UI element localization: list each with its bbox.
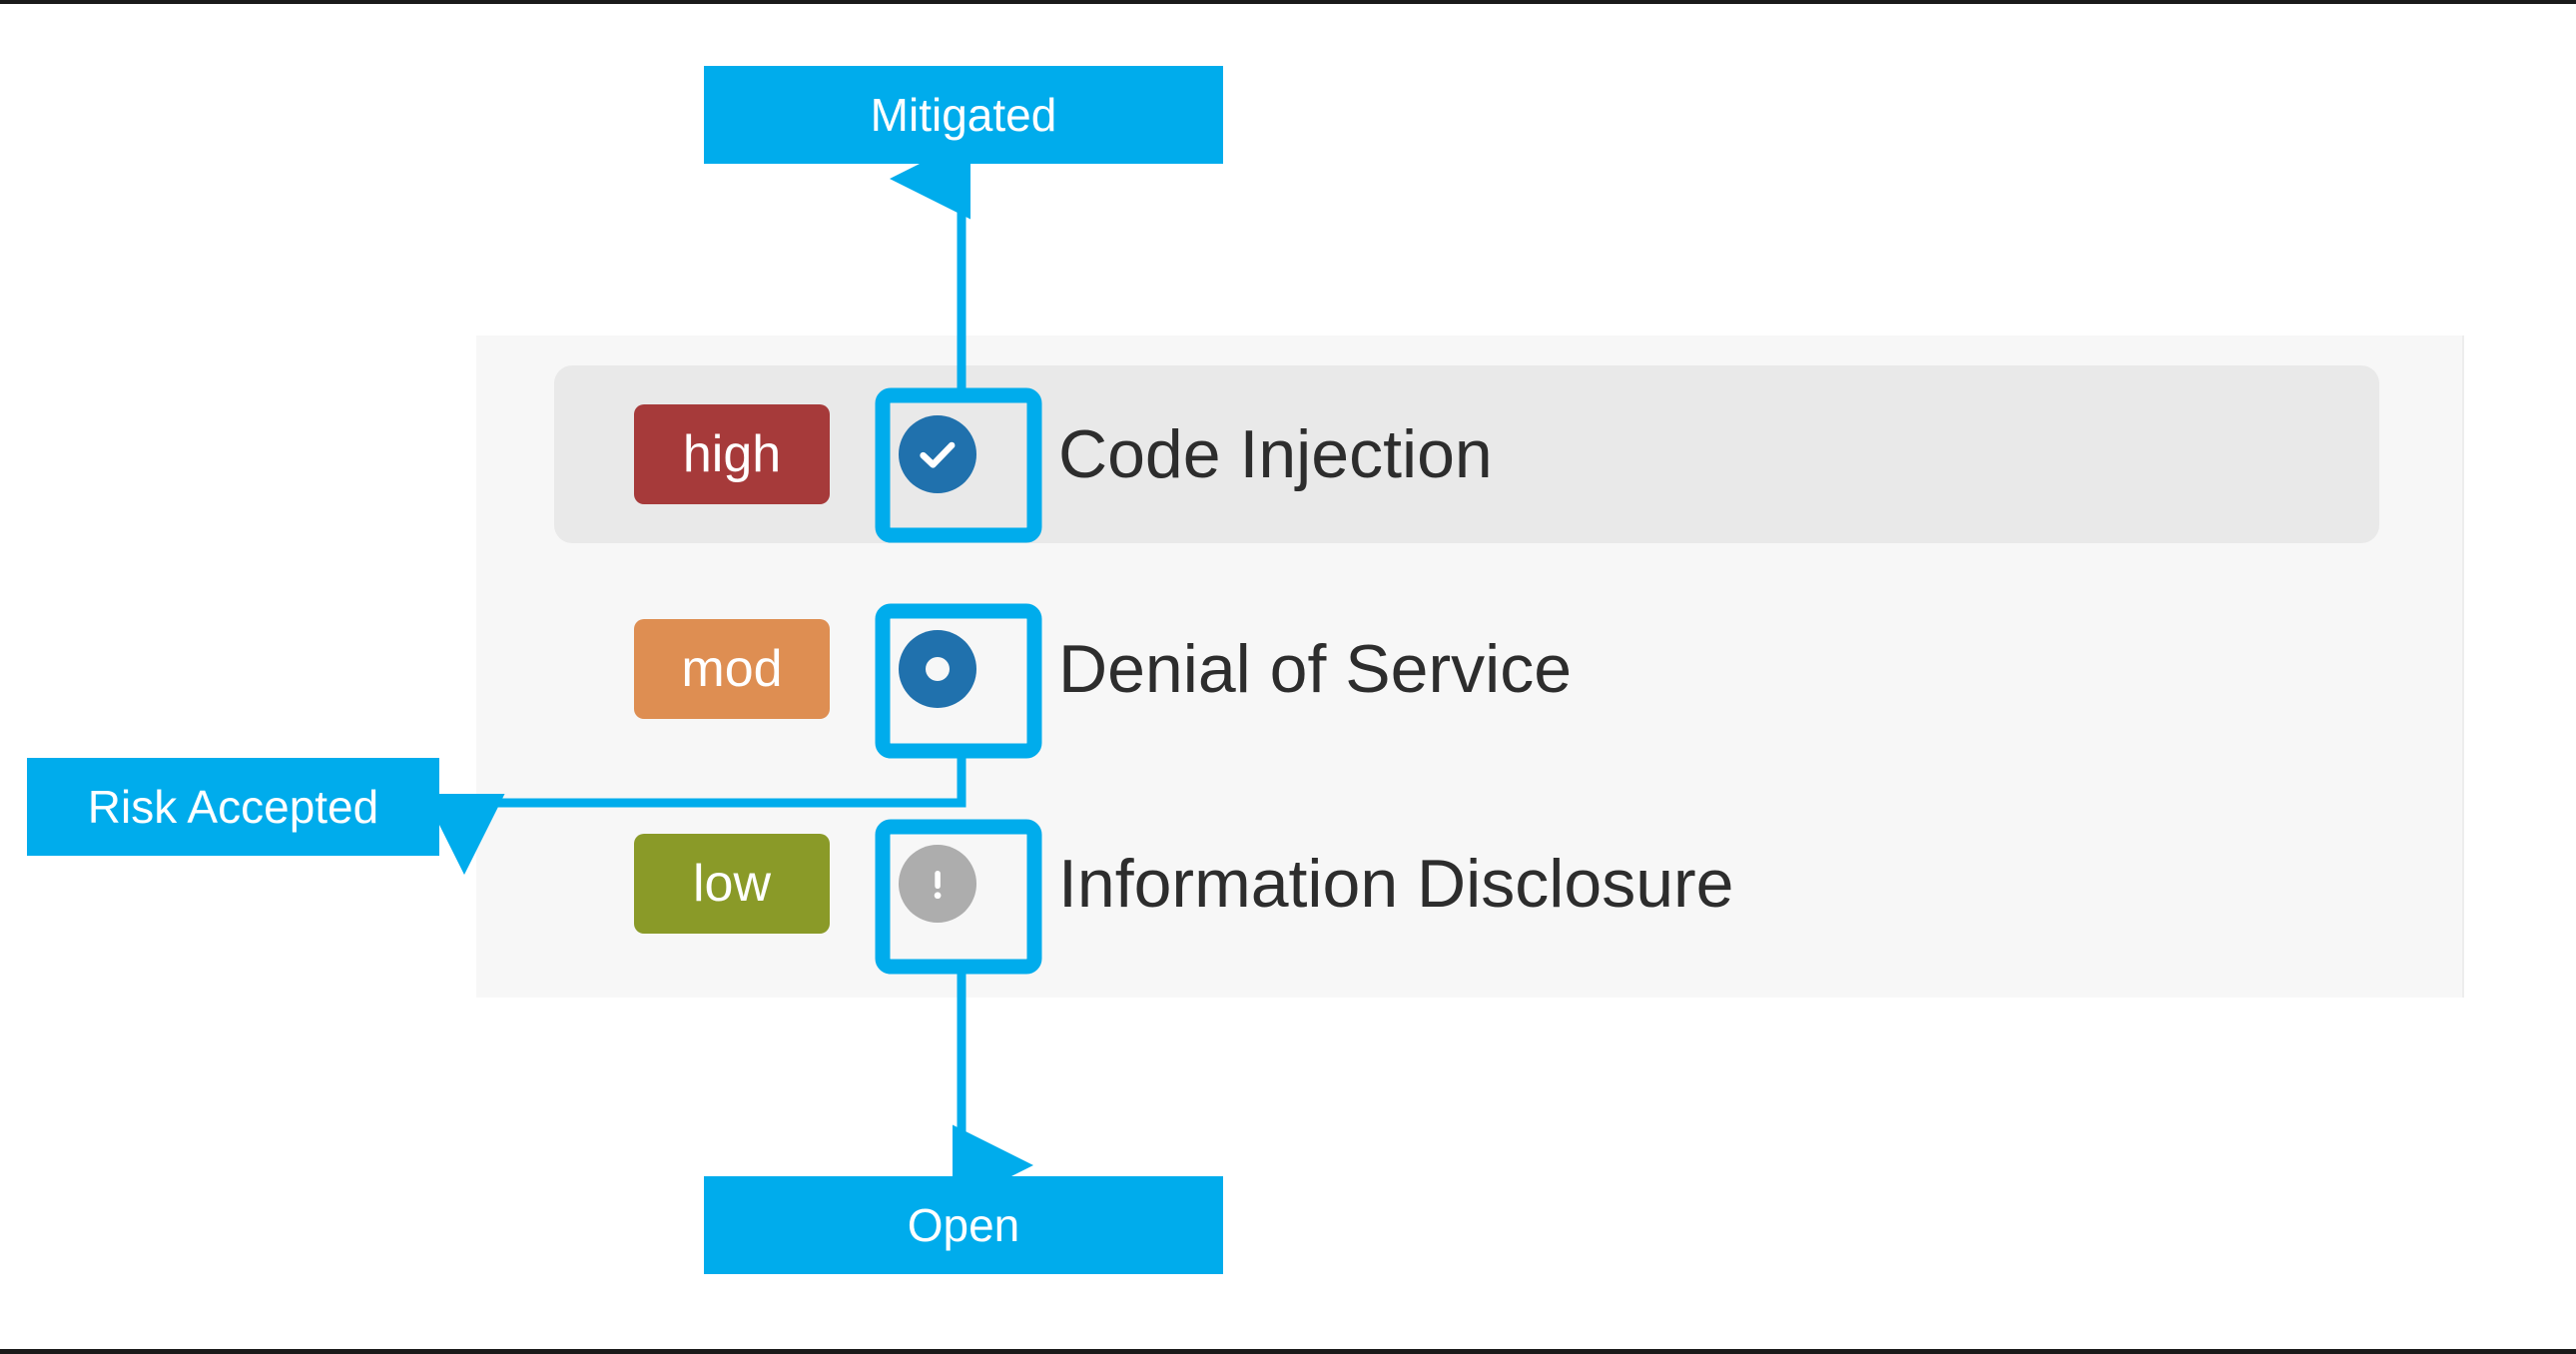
status-icon-slot-risk-accepted[interactable]	[875, 606, 1000, 732]
check-circle-icon	[899, 415, 976, 493]
status-icon-slot-open[interactable]	[875, 821, 1000, 947]
severity-badge-low: low	[634, 834, 830, 934]
threat-list-panel: high Code Injection mod Denial of Servic…	[476, 336, 2464, 998]
exclamation-circle-icon	[899, 845, 976, 923]
severity-badge-mod: mod	[634, 619, 830, 719]
threat-title: Information Disclosure	[1058, 846, 1734, 922]
table-row[interactable]: low Information Disclosure	[554, 795, 2379, 973]
threat-title: Denial of Service	[1058, 631, 1573, 707]
callout-open: Open	[704, 1176, 1223, 1274]
table-row[interactable]: high Code Injection	[554, 365, 2379, 543]
severity-badge-high: high	[634, 404, 830, 504]
table-row[interactable]: mod Denial of Service	[554, 580, 2379, 758]
callout-mitigated: Mitigated	[704, 66, 1223, 164]
callout-risk-accepted: Risk Accepted	[27, 758, 439, 856]
threat-title: Code Injection	[1058, 416, 1493, 492]
dot-circle-icon	[899, 630, 976, 708]
status-icon-slot-mitigated[interactable]	[875, 391, 1000, 517]
